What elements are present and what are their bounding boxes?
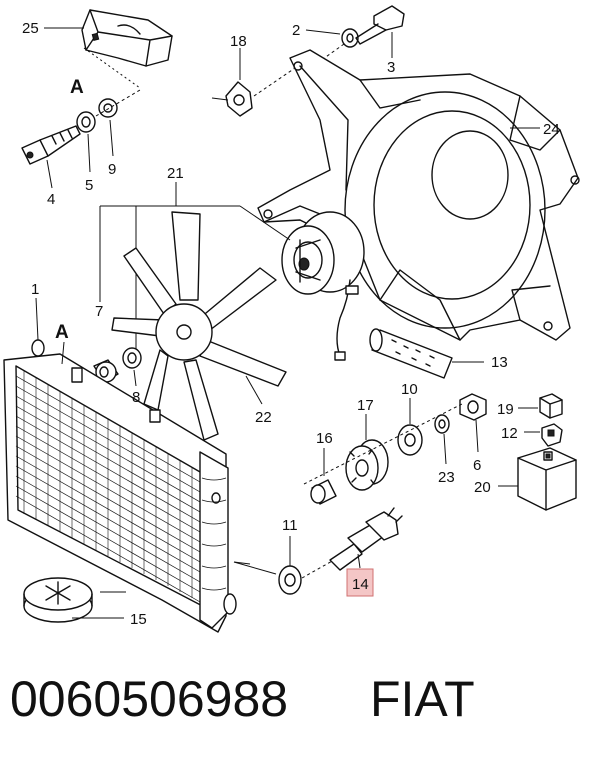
arrow-to-radiator <box>233 561 251 565</box>
callout-8: 8 <box>132 389 140 406</box>
washer-part-11 <box>233 536 335 595</box>
callout-22: 22 <box>255 409 272 426</box>
callout-18: 18 <box>230 33 247 50</box>
washer-part-23 <box>434 414 450 465</box>
washer-part-2 <box>305 28 359 48</box>
exploded-parts-diagram: 25 A 4 5 9 18 2 3 24 21 1 A 7 8 13 22 10… <box>3 5 580 633</box>
highlight-box-part-14 <box>346 568 374 597</box>
cap-part-19 <box>518 393 563 419</box>
callout-13: 13 <box>491 354 508 371</box>
bracket-part-25 <box>44 9 173 89</box>
bushing-part-16 <box>310 448 337 505</box>
callout-11: 11 <box>282 517 298 534</box>
callout-23: 23 <box>438 469 455 486</box>
callout-20: 20 <box>474 479 491 496</box>
fan-shroud-part-24 <box>257 49 580 341</box>
callout-25: 25 <box>22 20 39 37</box>
fan-motor <box>281 211 365 361</box>
callout-5: 5 <box>85 177 93 194</box>
view-marker-top: A <box>70 77 84 98</box>
brand-name: FIAT <box>370 671 475 727</box>
callout-9: 9 <box>108 161 116 178</box>
callout-21: 21 <box>167 165 184 182</box>
view-marker-radiator: A <box>55 322 69 343</box>
rubber-mount-part-17 <box>345 414 389 491</box>
washer-part-10 <box>397 398 423 456</box>
callout-17: 17 <box>357 397 374 414</box>
spacer-part-7 <box>93 359 119 383</box>
nut-part-6 <box>459 393 487 453</box>
callout-10: 10 <box>401 381 418 398</box>
connector-part-12 <box>524 423 563 447</box>
callout-12: 12 <box>501 425 518 442</box>
callout-6: 6 <box>473 457 481 474</box>
relay-part-20 <box>498 447 577 511</box>
fan-blade-part-22 <box>111 211 287 441</box>
callout-4: 4 <box>47 191 55 208</box>
thermal-switch-part-14 <box>329 507 403 571</box>
callout-15: 15 <box>130 611 147 628</box>
foam-disc-part-15 <box>23 577 126 623</box>
clip-part-18 <box>211 48 299 117</box>
washer-part-9 <box>98 98 118 157</box>
foam-strip-part-13 <box>369 328 484 379</box>
callout-7: 7 <box>95 303 103 320</box>
callout-1: 1 <box>31 281 39 298</box>
callout-3: 3 <box>387 59 395 76</box>
callout-2: 2 <box>292 22 300 39</box>
callout-24: 24 <box>543 121 560 138</box>
bolt-part-3 <box>355 5 405 58</box>
callout-16: 16 <box>316 430 333 447</box>
part-number: 0060506988 <box>10 671 289 727</box>
nut-part-8 <box>122 347 142 387</box>
callout-14: 14 <box>352 576 369 593</box>
radiator-part-1 <box>3 297 237 633</box>
footer: 0060506988 FIAT <box>0 662 600 762</box>
callout-19: 19 <box>497 401 514 418</box>
bolt-part-4 <box>21 125 81 189</box>
washer-part-5 <box>76 111 96 173</box>
